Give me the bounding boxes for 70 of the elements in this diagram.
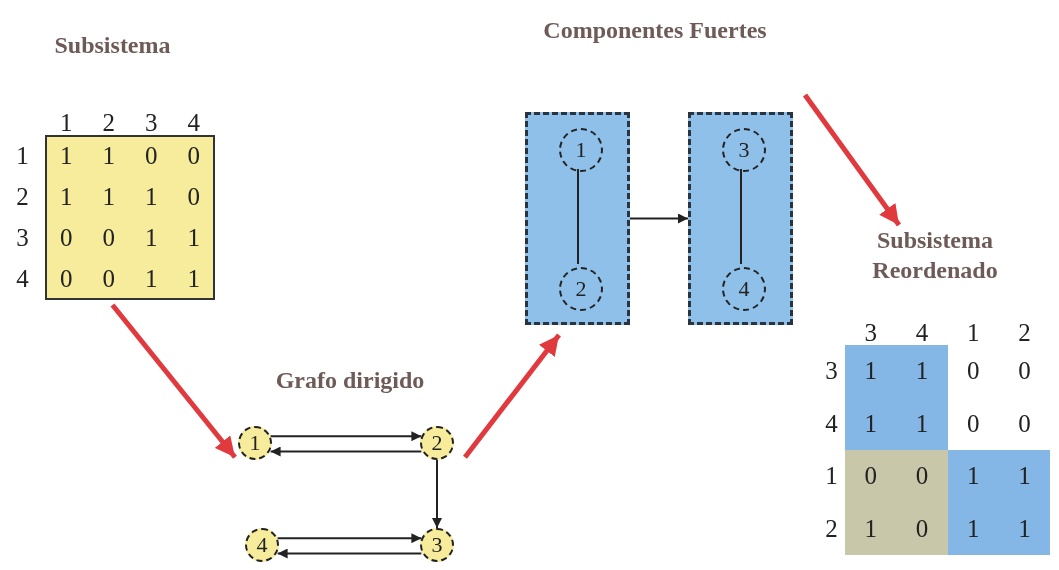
arrow <box>802 93 902 227</box>
row-header: 4 <box>824 408 839 439</box>
arrow <box>432 459 442 529</box>
component-box <box>688 112 793 325</box>
matrix-cell: 1 <box>998 502 1050 555</box>
column-header: 4 <box>186 110 201 135</box>
node-circle: 2 <box>559 267 603 311</box>
row-header: 2 <box>824 513 839 544</box>
matrix-cell: 1 <box>845 397 897 450</box>
node-circle: 2 <box>420 426 454 460</box>
arrow <box>110 303 237 459</box>
column-header: 2 <box>1017 320 1032 345</box>
matrix-cell-text: 1 <box>144 223 159 254</box>
panel-title: Subsistema <box>53 31 172 60</box>
row-header: 1 <box>15 141 30 171</box>
arrow <box>629 213 689 224</box>
row-header: 3 <box>15 223 30 253</box>
panel-title: Componentes Fuertes <box>542 16 768 45</box>
matrix-cell: 0 <box>896 450 948 503</box>
matrix-cell-text: 0 <box>101 264 116 295</box>
arrow <box>269 431 423 442</box>
panel-title: Subsistema Reordenado <box>871 226 999 285</box>
matrix-cell-text: 1 <box>101 181 116 212</box>
matrix-cell: 1 <box>947 502 999 555</box>
matrix-cell: 1 <box>947 450 999 503</box>
column-header: 2 <box>101 110 116 135</box>
column-header: 4 <box>914 320 930 345</box>
matrix-cell: 1 <box>896 397 948 450</box>
connector-line <box>577 168 579 265</box>
matrix-cell-text: 1 <box>144 264 159 295</box>
node-circle: 4 <box>245 528 279 562</box>
matrix-cell-text: 0 <box>59 264 74 295</box>
arrow <box>269 446 423 457</box>
matrix-cell-text: 1 <box>101 140 116 171</box>
column-header: 3 <box>863 320 878 345</box>
matrix-cell-text: 0 <box>59 223 74 254</box>
matrix-cell-text: 0 <box>101 223 116 254</box>
matrix-cell: 1 <box>998 450 1050 503</box>
arrow <box>463 333 561 459</box>
panel-title: Grafo dirigido <box>274 366 426 395</box>
matrix-cell-text: 0 <box>186 181 201 212</box>
node-circle: 1 <box>238 426 272 460</box>
arrow <box>276 548 423 559</box>
row-header: 3 <box>824 356 839 387</box>
node-circle: 1 <box>559 128 603 172</box>
matrix-cell-text: 0 <box>186 140 201 171</box>
matrix-cell: 0 <box>896 502 948 555</box>
matrix-cell-text: 1 <box>59 181 74 212</box>
matrix-cell-text: 0 <box>144 140 159 171</box>
node-circle: 3 <box>722 128 766 172</box>
connector-line <box>740 168 742 265</box>
matrix-cell-text: 1 <box>59 140 74 171</box>
component-box <box>525 112 630 325</box>
matrix-cell: 1 <box>845 502 897 555</box>
matrix-cell: 0 <box>845 450 897 503</box>
row-header: 4 <box>15 264 30 294</box>
column-header: 3 <box>144 110 159 135</box>
column-header: 1 <box>965 320 981 345</box>
column-header: 1 <box>59 110 74 135</box>
matrix-cell: 1 <box>845 345 897 398</box>
node-circle: 3 <box>420 528 454 562</box>
matrix-cell-text: 1 <box>144 181 159 212</box>
row-header: 1 <box>824 461 839 492</box>
matrix-cell: 0 <box>998 345 1050 398</box>
matrix-cell-text: 1 <box>186 223 201 254</box>
node-circle: 4 <box>722 267 766 311</box>
arrow <box>276 533 423 544</box>
row-header: 2 <box>15 182 30 212</box>
matrix-cell-text: 1 <box>186 264 201 295</box>
matrix-cell: 1 <box>896 345 948 398</box>
